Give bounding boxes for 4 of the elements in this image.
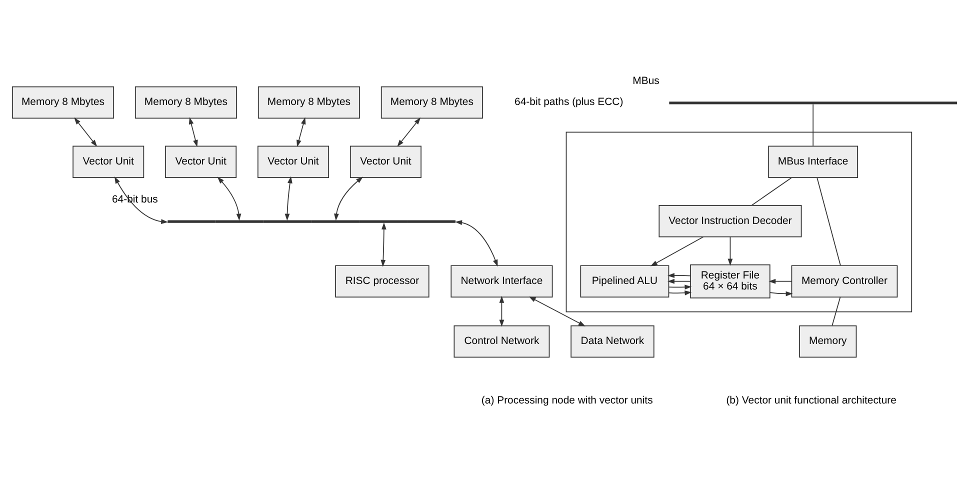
- label: (a) Processing node with vector units: [481, 395, 653, 406]
- node-label: MBus: [632, 75, 660, 86]
- label: (b) Vector unit functional architecture: [726, 395, 896, 406]
- label: 64-bit paths (plus ECC): [514, 96, 624, 108]
